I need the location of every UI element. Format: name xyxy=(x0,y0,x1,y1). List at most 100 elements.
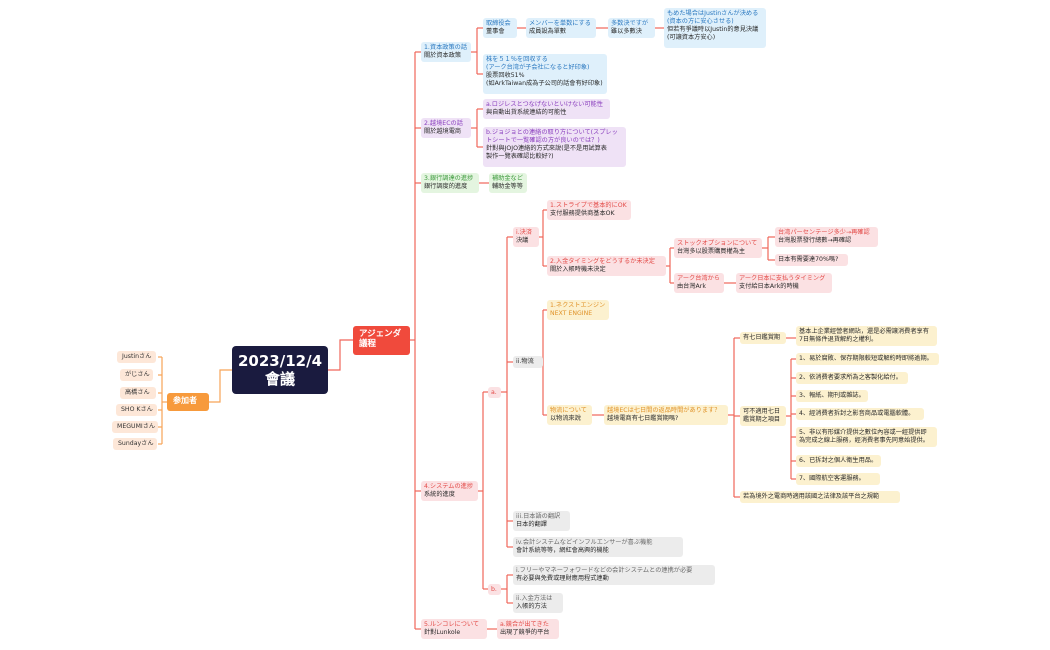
participant-item[interactable]: がじさん xyxy=(120,369,153,381)
node-line: 基本上企業經營者網站，還是必需讓消費者享有 xyxy=(799,328,929,335)
node-label-zh: 董事會 xyxy=(486,28,505,35)
node-has-seven-day[interactable]: 有七日鑑賞期 xyxy=(740,332,786,344)
node-label-jp: 越境ECは七日間の返品時間があります？ xyxy=(607,407,721,414)
node-label-jp: アーク日本に支払うタイミング xyxy=(739,275,826,282)
node-vote[interactable]: 多数決ですが 雖以多數決 xyxy=(608,18,655,38)
node-line: 7日無條件退貨解約之權利。 xyxy=(799,336,878,343)
topic-label-jp: 1.資本政策の話 xyxy=(424,44,468,51)
exempt-item[interactable]: 7、國際航空客運服務。 xyxy=(796,473,880,485)
participant-item[interactable]: Justinさん xyxy=(117,351,156,363)
node-deposit-method[interactable]: ii.入金方法は 入帳的方法 xyxy=(513,593,563,613)
node-label-jp: 台湾パーセンテージ多少→再確認 xyxy=(778,229,870,236)
node-consumer-law[interactable]: 基本上企業經營者網站，還是必需讓消費者享有 7日無條件退貨解約之權利。 xyxy=(796,326,937,346)
node-label-jp: 補助金など xyxy=(492,175,523,182)
node-a[interactable]: a. xyxy=(488,387,501,398)
agenda-node[interactable]: アジェンダ 議程 xyxy=(353,326,410,355)
exempt-item[interactable]: 6、已拆封之個人衛生用品。 xyxy=(796,455,881,467)
node-deposit-timing[interactable]: 2.入金タイミングをどうするか未決定 關於入帳時機未決定 xyxy=(547,256,666,276)
node-label-zh: 有必要與免費或理財應用程式連動 xyxy=(516,575,609,582)
agenda-zh: 議程 xyxy=(359,339,377,349)
node-label-zh: 越境電商有七日鑑賞期嗎? xyxy=(607,415,679,422)
participant-item[interactable]: 高橋さん xyxy=(120,387,156,399)
node-logiless[interactable]: a.ロジレスとつなげないといけない可能性 與自動出貨系統連結的可能性 xyxy=(483,99,610,119)
topic-label-zh: 關於資本政策 xyxy=(424,52,462,59)
topic-label-jp: 4.システムの進捗 xyxy=(424,483,474,490)
node-overseas-law[interactable]: 若為境外之電商時適用該國之法律及該平台之規範 xyxy=(740,491,900,503)
node-line: 製作一覽表確認比較好?) xyxy=(486,153,554,160)
participant-item[interactable]: SHO Kさん xyxy=(116,404,157,416)
node-next-engine[interactable]: 1.ネクストエンジン NEXT ENGINE xyxy=(547,300,609,320)
topic-label-jp: 5.ルンコレについて xyxy=(424,621,480,628)
node-majority[interactable]: メンバーを単数にする 成員設為單數 xyxy=(526,18,596,38)
node-freee-integration[interactable]: i.フリーやマネーフォワードなどの会計システムとの連携が必要 有必要與免費或理財… xyxy=(513,565,715,585)
node-competitor[interactable]: a.競合が出てきた 出現了競爭的平台 xyxy=(497,619,559,639)
node-payment[interactable]: i.決済 決議 xyxy=(513,227,539,247)
exempt-item[interactable]: 5、非以有形媒介提供之數位內容或一經提供即 為完成之線上服務，經消費者事先同意始… xyxy=(796,427,937,447)
participants-label: 参加者 xyxy=(173,396,197,405)
node-line: トシートで一覧確認の方が良いのでは？) xyxy=(486,137,600,144)
node-logistics[interactable]: ii.物流 xyxy=(513,356,543,368)
participant-name: Sundayさん xyxy=(118,440,154,447)
node-stock-51[interactable]: 株を５１％を回収する (アーク台湾が子会社になると好印象) 股票回收51% (如… xyxy=(483,54,607,94)
participant-name: Justinさん xyxy=(122,353,152,360)
connector-line xyxy=(328,339,353,371)
topic-label-zh: 銀行調度的進度 xyxy=(424,183,468,190)
topic-lunkole[interactable]: 5.ルンコレについて 針對Lunkole xyxy=(421,619,487,639)
node-line: 可不適用七日 xyxy=(743,408,781,415)
participant-name: がじさん xyxy=(125,371,150,378)
topic-cross-border-ec[interactable]: 2.越境ECの話 關於越境電商 xyxy=(421,118,471,138)
root-node[interactable]: 2023/12/4 會議 xyxy=(232,346,328,394)
node-seven-day-return[interactable]: 越境ECは七日間の返品時間があります？ 越境電商有七日鑑賞期嗎? xyxy=(604,405,728,425)
node-label-zh: 支付給日本Ark的時機 xyxy=(739,283,799,290)
node-not-applicable[interactable]: 可不適用七日 鑑賞期之項目 xyxy=(740,406,786,426)
node-label-zh: 輔助金等等 xyxy=(492,183,523,190)
exempt-item[interactable]: 4、經消費者拆封之影音商品或電腦軟體。 xyxy=(796,408,924,420)
exempt-item[interactable]: 2、依消費者要求所為之客製化給付。 xyxy=(796,372,908,384)
exempt-item[interactable]: 3、報紙、期刊或雜誌。 xyxy=(796,390,868,402)
node-label-jp: ii.入金方法は xyxy=(516,595,553,602)
node-logistics-about[interactable]: 物流について 以物流來說 xyxy=(547,405,592,425)
node-jojo[interactable]: b.ジョジョとの連絡の取り方について(スプレッ トシートで一覧確認の方が良いので… xyxy=(483,127,626,167)
connector-line xyxy=(209,369,232,403)
node-line: もめた場合はJustinさんが決める xyxy=(667,10,759,17)
node-label-jp: ストックオプションについて xyxy=(677,240,758,247)
participant-item[interactable]: Sundayさん xyxy=(113,438,157,450)
topic-bank-funding[interactable]: 3.銀行調達の進捗 銀行調度的進度 xyxy=(421,173,479,193)
node-board[interactable]: 取締役会 董事會 xyxy=(483,18,517,38)
node-label-zh: 決議 xyxy=(516,237,529,244)
node-label-zh: 支付服務提供商基本OK xyxy=(550,210,615,217)
node-label: a. xyxy=(491,389,497,396)
node-label-jp: iii.日本語の翻訳 xyxy=(516,513,561,520)
topic-capital-policy[interactable]: 1.資本政策の話 關於資本政策 xyxy=(421,42,471,62)
participants-node[interactable]: 参加者 xyxy=(167,393,209,411)
node-stripe[interactable]: 1.ストライプで基本的にOK 支付服務提供商基本OK xyxy=(547,200,631,220)
node-label-zh: 出現了競爭的平台 xyxy=(500,629,550,636)
node-b[interactable]: b. xyxy=(488,584,501,595)
node-stock-option[interactable]: ストックオプションについて 台灣多以股票購買權為主 xyxy=(674,238,762,258)
node-ark-japan[interactable]: アーク日本に支払うタイミング 支付給日本Ark的時機 xyxy=(736,273,832,293)
node-line: 但若有爭議時以Justin的意見決議 xyxy=(667,26,759,33)
node-label-jp: 2.入金タイミングをどうするか未決定 xyxy=(550,258,655,265)
exempt-item-text: 1、易於腐敗、保存期限較短或解約時即將逾期。 xyxy=(799,355,933,362)
node-label-jp: 多数決ですが xyxy=(611,20,649,27)
node-label-jp: a.ロジレスとつなげないといけない可能性 xyxy=(486,101,603,108)
topic-system-progress[interactable]: 4.システムの進捗 系統的進度 xyxy=(421,481,478,501)
node-label: 有七日鑑賞期 xyxy=(743,334,781,341)
node-ark-taiwan[interactable]: アーク台湾から 由台灣Ark xyxy=(674,273,724,293)
node-translation[interactable]: iii.日本語の翻訳 日本的翻譯 xyxy=(513,511,570,531)
exempt-item-text: 6、已拆封之個人衛生用品。 xyxy=(799,457,878,464)
node-label-jp: メンバーを単数にする xyxy=(529,20,591,27)
node-label: 若為境外之電商時適用該國之法律及該平台之規範 xyxy=(743,493,880,500)
participant-name: SHO Kさん xyxy=(121,406,153,413)
node-accounting-feature[interactable]: iv.会計システムなどインフルエンサーが喜ぶ機能 會計系統等等，網紅會高興的機能 xyxy=(513,537,683,557)
node-justin[interactable]: もめた場合はJustinさんが決める (資本の方に安心させる) 但若有爭議時以J… xyxy=(664,8,766,48)
node-label-zh: 成員設為單數 xyxy=(529,28,567,35)
exempt-item[interactable]: 1、易於腐敗、保存期限較短或解約時即將逾期。 xyxy=(796,353,939,365)
node-japan-70[interactable]: 日本有需要達70%嗎? xyxy=(775,254,848,266)
exempt-item-text: 4、經消費者拆封之影音商品或電腦軟體。 xyxy=(799,410,915,417)
participant-item[interactable]: MEGUMIさん xyxy=(112,421,158,433)
node-subsidy[interactable]: 補助金など 輔助金等等 xyxy=(489,173,527,193)
node-label-en: NEXT ENGINE xyxy=(550,310,593,317)
node-tw-percentage[interactable]: 台湾パーセンテージ多少→再確認 台灣股票發行總數→再確認 xyxy=(775,227,878,247)
